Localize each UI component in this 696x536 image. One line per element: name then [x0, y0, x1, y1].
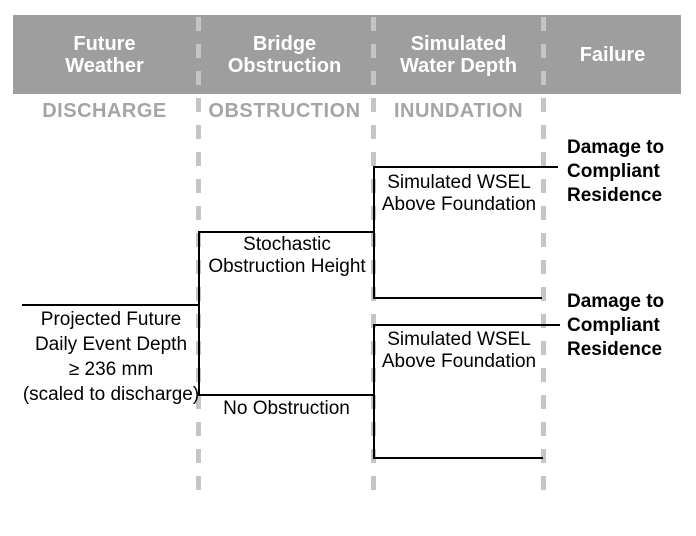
- no-obstruction-branch-label: No Obstruction: [223, 398, 350, 419]
- wsel-above-label-2: Simulated WSEL Above Foundation: [381, 329, 537, 372]
- wsel-above-branch-line-1: [373, 166, 558, 168]
- column-separator-dashed-3: [541, 17, 546, 502]
- fork-3-vertical: [373, 324, 375, 459]
- stage-label-discharge: DISCHARGE: [42, 100, 167, 122]
- obstruction-branch-line: [198, 231, 375, 233]
- obstruction-branch-label: Stochastic Obstruction Height: [208, 234, 366, 277]
- wsel-above-label-1: Simulated WSEL Above Foundation: [381, 172, 537, 215]
- header-band: [13, 15, 681, 94]
- header-column-bridge-obstruction: Bridge Obstruction: [227, 32, 342, 77]
- outcome-label-2: Damage to Compliant Residence: [567, 291, 665, 360]
- fork-2-vertical: [373, 166, 375, 299]
- wsel-above-branch-line-2: [373, 324, 560, 326]
- fork-1-vertical: [198, 231, 200, 396]
- wsel-below-branch-line-1: [373, 297, 542, 299]
- stage-label-obstruction: OBSTRUCTION: [208, 100, 361, 122]
- stage-label-inundation: INUNDATION: [393, 100, 524, 122]
- header-column-future-weather: Future Weather: [65, 32, 144, 77]
- root-node-label: Projected Future Daily Event Depth ≥ 236…: [22, 309, 200, 405]
- header-column-failure: Failure: [579, 43, 646, 66]
- root-branch-line: [22, 304, 199, 306]
- header-column-simulated-water-depth: Simulated Water Depth: [399, 32, 518, 77]
- no-obstruction-branch-line: [198, 394, 375, 396]
- wsel-below-branch-line-2: [373, 457, 543, 459]
- outcome-label-1: Damage to Compliant Residence: [567, 137, 665, 206]
